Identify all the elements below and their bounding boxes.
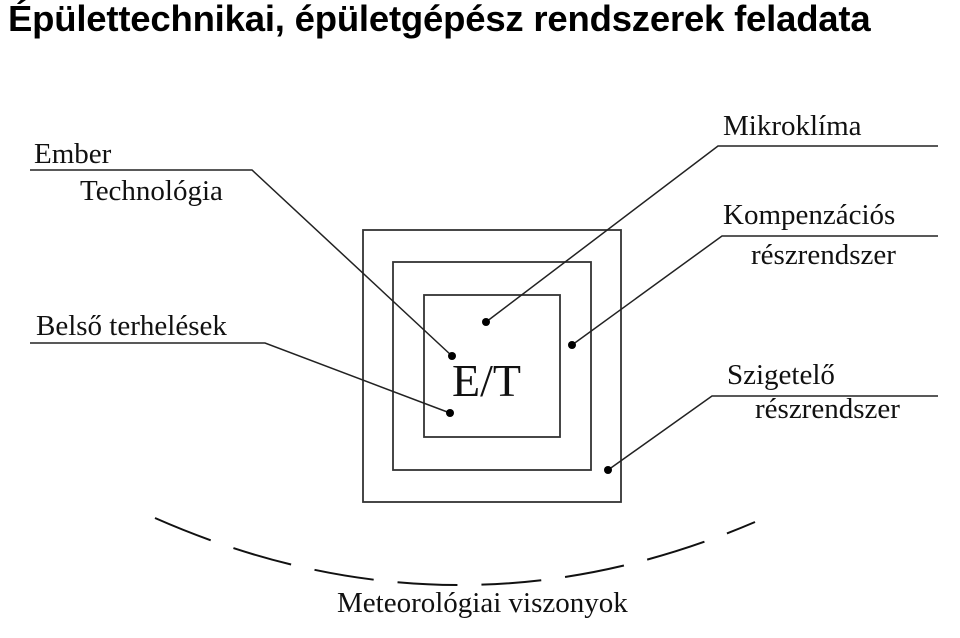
label-meteorologiai-viszonyok: Meteorológiai viszonyok bbox=[337, 587, 628, 619]
label-belso-terhelesek: Belső terhelések bbox=[36, 310, 227, 342]
leader-mikroklima bbox=[485, 145, 938, 323]
label-mikroklima: Mikroklíma bbox=[723, 110, 862, 142]
outer-square bbox=[362, 229, 622, 503]
middle-square bbox=[392, 261, 592, 471]
leader-kompenzacios bbox=[571, 235, 938, 346]
dot-kompenzacios bbox=[568, 341, 576, 349]
label-szigetelo-reszrendszer: részrendszer bbox=[755, 393, 900, 425]
dot-technologia bbox=[448, 352, 456, 360]
label-szigetelo: Szigetelő bbox=[727, 359, 835, 391]
center-label: E/T bbox=[452, 355, 521, 406]
label-kompenzacios-reszrendszer: részrendszer bbox=[751, 239, 896, 271]
label-technologia: Technológia bbox=[80, 175, 223, 207]
weather-arc bbox=[154, 517, 756, 586]
leader-belso-terhelesek bbox=[30, 342, 451, 414]
label-kompenzacios: Kompenzációs bbox=[723, 199, 895, 231]
dot-szigetelo bbox=[604, 466, 612, 474]
page-title: Épülettechnikai, épületgépész rendszerek… bbox=[8, 0, 871, 39]
dot-belso bbox=[446, 409, 454, 417]
leader-szigetelo bbox=[607, 395, 938, 471]
leader-ember-technologia bbox=[30, 169, 453, 357]
inner-square bbox=[423, 294, 561, 438]
label-ember: Ember bbox=[34, 138, 112, 170]
dot-mikroklima bbox=[482, 318, 490, 326]
